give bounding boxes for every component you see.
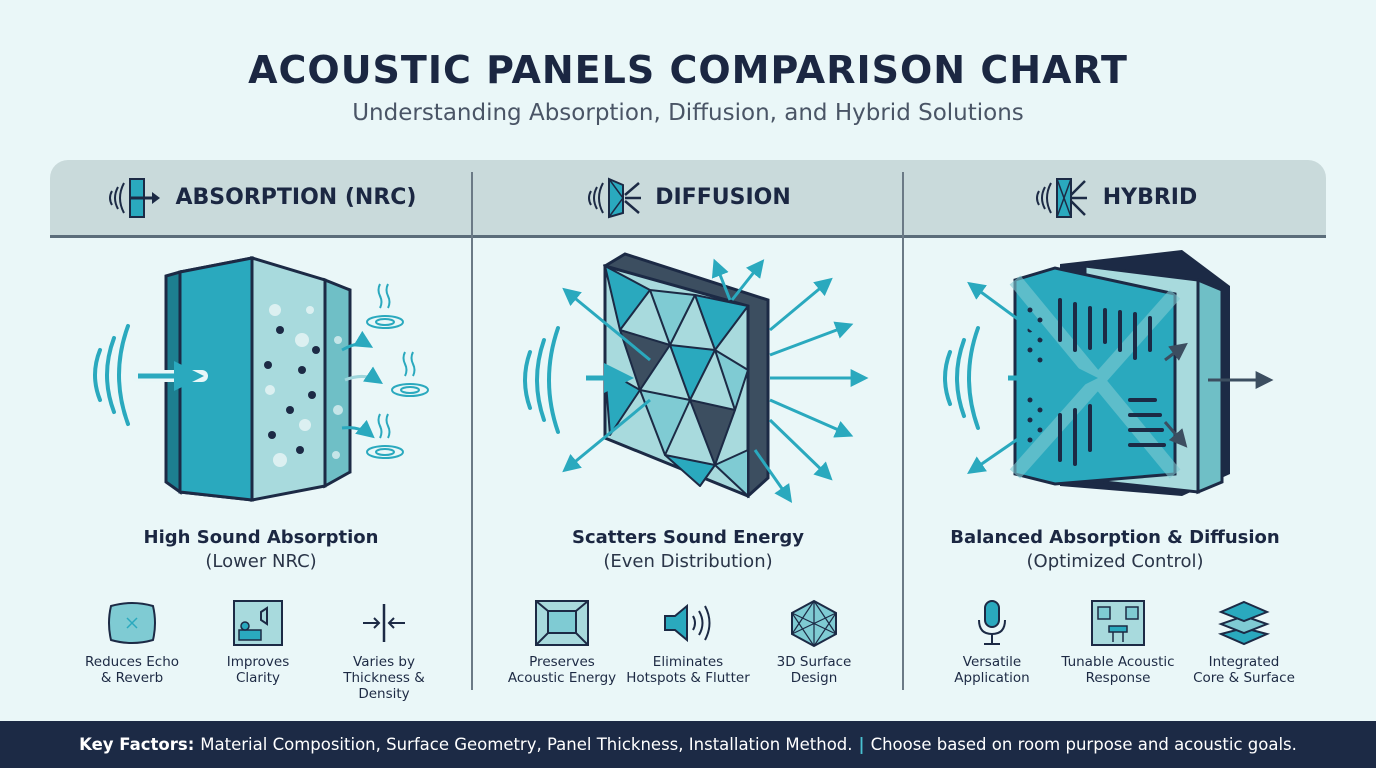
feature-varies-thickness: Varies by Thickness & Density — [319, 598, 449, 702]
hybrid-header-icon — [1035, 177, 1087, 218]
diffusion-caption-main: Scatters Sound Energy — [572, 527, 804, 548]
absorption-caption-sub: (Lower NRC) — [205, 551, 317, 572]
polyhedron-icon — [791, 599, 837, 648]
hybrid-panel-illustration — [943, 250, 1274, 496]
key-factors-footer: Key Factors: Material Composition, Surfa… — [0, 721, 1376, 768]
thickness-arrows-icon — [363, 604, 405, 642]
column-divider — [471, 172, 473, 690]
absorption-heading-label: ABSORPTION (NRC) — [175, 185, 417, 210]
hybrid-heading: HYBRID — [904, 160, 1326, 235]
layers-icon — [1217, 600, 1271, 646]
feature-improves-clarity: Improves Clarity — [193, 598, 323, 686]
feature-tunable-response: Tunable Acoustic Response — [1053, 598, 1183, 686]
feature-label: Integrated Core & Surface — [1193, 654, 1295, 686]
diffusion-header-icon — [588, 176, 642, 218]
feature-label: Preserves Acoustic Energy — [507, 654, 617, 686]
pillow-icon — [108, 602, 156, 644]
absorption-caption-main: High Sound Absorption — [143, 527, 379, 548]
footer-label: Key Factors: — [79, 735, 195, 754]
feature-label: Varies by Thickness & Density — [343, 654, 425, 702]
feature-label: Versatile Application — [954, 654, 1030, 686]
diffusion-heading-label: DIFFUSION — [655, 185, 791, 210]
absorption-heading: ABSORPTION (NRC) — [50, 160, 472, 235]
absorption-panel-illustration — [93, 255, 429, 502]
hybrid-caption-main: Balanced Absorption & Diffusion — [950, 527, 1280, 548]
feature-label: 3D Surface Design — [776, 654, 852, 686]
room-speaker-icon — [233, 600, 283, 646]
hybrid-heading-label: HYBRID — [1102, 185, 1198, 210]
column-divider — [902, 172, 904, 690]
absorption-header-icon — [108, 177, 160, 218]
feature-label: Reduces Echo & Reverb — [84, 654, 180, 686]
page-title: ACOUSTIC PANELS COMPARISON CHART — [248, 48, 1128, 92]
diffusion-heading: DIFFUSION — [474, 160, 902, 235]
diffusion-caption-sub: (Even Distribution) — [603, 551, 773, 572]
diffusion-panel-illustration — [523, 252, 869, 503]
speaker-icon — [664, 603, 711, 643]
feature-integrated-core: Integrated Core & Surface — [1179, 598, 1309, 686]
feature-label: Eliminates Hotspots & Flutter — [626, 654, 750, 686]
feature-eliminates-hotspots: Eliminates Hotspots & Flutter — [623, 598, 753, 686]
column-header-bar — [50, 160, 1326, 238]
feature-versatile-application: Versatile Application — [927, 598, 1057, 686]
footer-advice: Choose based on room purpose and acousti… — [870, 735, 1297, 754]
footer-separator: | — [858, 735, 865, 754]
footer-factors: Material Composition, Surface Geometry, … — [200, 735, 853, 754]
hybrid-caption-sub: (Optimized Control) — [1026, 551, 1204, 572]
feature-label: Tunable Acoustic Response — [1061, 654, 1175, 686]
microphone-icon — [978, 600, 1006, 645]
feature-preserves-energy: Preserves Acoustic Energy — [497, 598, 627, 686]
feature-3d-surface: 3D Surface Design — [749, 598, 879, 686]
studio-room-icon — [1091, 600, 1145, 646]
room-perspective-icon — [535, 600, 589, 646]
page-subtitle: Understanding Absorption, Diffusion, and… — [352, 100, 1024, 126]
feature-reduces-echo: Reduces Echo & Reverb — [67, 598, 197, 686]
feature-label: Improves Clarity — [226, 654, 290, 686]
